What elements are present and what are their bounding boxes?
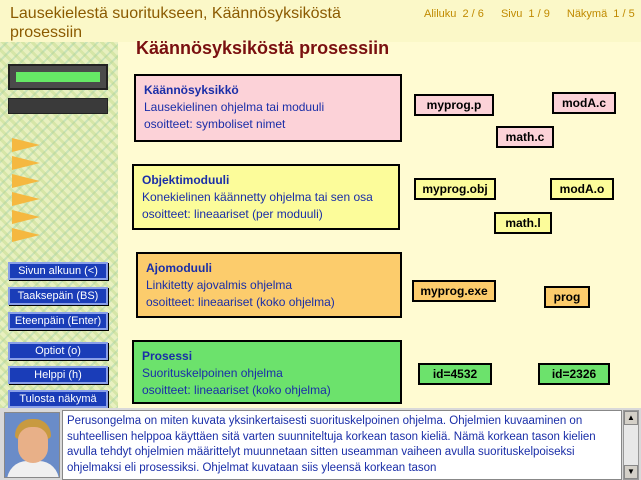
chip-prog: prog (544, 286, 590, 308)
run-module-box: Ajomoduuli Linkitetty ajovalmis ohjelma … (136, 252, 402, 318)
arrow-icon (12, 138, 40, 152)
scroll-up-icon[interactable]: ▲ (624, 411, 638, 425)
arrow-icon (12, 228, 40, 242)
progress-display-lower (8, 98, 108, 114)
print-view-button[interactable]: Tulosta näkymä (8, 390, 108, 408)
box-line: Suorituskelpoinen ohjelma (142, 366, 283, 380)
scroll-down-icon[interactable]: ▼ (624, 465, 638, 479)
box-line: osoitteet: symboliset nimet (144, 117, 286, 131)
arrow-icon (12, 210, 40, 224)
arrow-icon (12, 174, 40, 188)
box-title: Objektimoduuli (142, 173, 230, 187)
nakyma-value: 1 / 5 (613, 8, 635, 20)
process-box: Prosessi Suorituskelpoinen ohjelma osoit… (132, 340, 402, 404)
title-bar: Lausekielestä suoritukseen, Käännösyksik… (0, 0, 641, 42)
presenter-portrait (4, 412, 60, 478)
main-title: Lausekielestä suoritukseen, Käännösyksik… (10, 5, 341, 41)
compilation-unit-box: Käännösyksikkö Lausekielinen ohjelma tai… (134, 74, 402, 142)
text-scrollbar[interactable]: ▲ ▼ (623, 410, 639, 480)
object-module-box: Objektimoduuli Konekielinen käännetty oh… (132, 164, 400, 230)
box-title: Ajomoduuli (146, 261, 212, 275)
bottom-panel: Perusongelma on miten kuvata yksinkertai… (0, 408, 641, 480)
aliluku-value: 2 / 6 (462, 8, 484, 20)
options-button[interactable]: Optiot (o) (8, 342, 108, 360)
progress-display (8, 64, 108, 90)
box-line: osoitteet: lineaariset (per moduuli) (142, 207, 323, 221)
arrow-icon (12, 156, 40, 170)
explanation-text[interactable]: Perusongelma on miten kuvata yksinkertai… (62, 410, 622, 480)
forward-button[interactable]: Eteenpäin (Enter) (8, 312, 108, 330)
back-button[interactable]: Taaksepäin (BS) (8, 287, 108, 305)
sivu-label: Sivu (500, 8, 523, 20)
nakyma-label: Näkymä (566, 8, 608, 20)
chip-myprog-p: myprog.p (414, 94, 494, 116)
chip-math-l: math.l (494, 212, 552, 234)
box-title: Käännösyksikkö (144, 83, 239, 97)
chip-myprog-exe: myprog.exe (412, 280, 496, 302)
arrow-icon (12, 192, 40, 206)
chip-moda-c: modA.c (552, 92, 616, 114)
help-button[interactable]: Helppi (h) (8, 366, 108, 384)
navigation-info: Aliluku 2 / 6 Sivu 1 / 9 Näkymä 1 / 5 (424, 8, 638, 20)
chip-moda-o: modA.o (550, 178, 614, 200)
box-title: Prosessi (142, 349, 193, 363)
chip-process-id-2: id=2326 (538, 363, 610, 385)
box-line: Lausekielinen ohjelma tai moduuli (144, 100, 325, 114)
sidebar: Sivun alkuun (<) Taaksepäin (BS) Eteenpä… (0, 42, 118, 408)
box-line: osoitteet: lineaariset (koko ohjelma) (146, 295, 335, 309)
sivu-value: 1 / 9 (528, 8, 550, 20)
box-line: osoitteet: lineaariset (koko ohjelma) (142, 383, 331, 397)
chip-myprog-obj: myprog.obj (414, 178, 496, 200)
box-line: Konekielinen käännetty ohjelma tai sen o… (142, 190, 373, 204)
box-line: Linkitetty ajovalmis ohjelma (146, 278, 293, 292)
chip-process-id-1: id=4532 (418, 363, 492, 385)
aliluku-label: Aliluku (424, 8, 457, 20)
chip-math-c: math.c (496, 126, 554, 148)
slide-title: Käännösyksiköstä prosessiin (136, 38, 390, 58)
page-start-button[interactable]: Sivun alkuun (<) (8, 262, 108, 280)
